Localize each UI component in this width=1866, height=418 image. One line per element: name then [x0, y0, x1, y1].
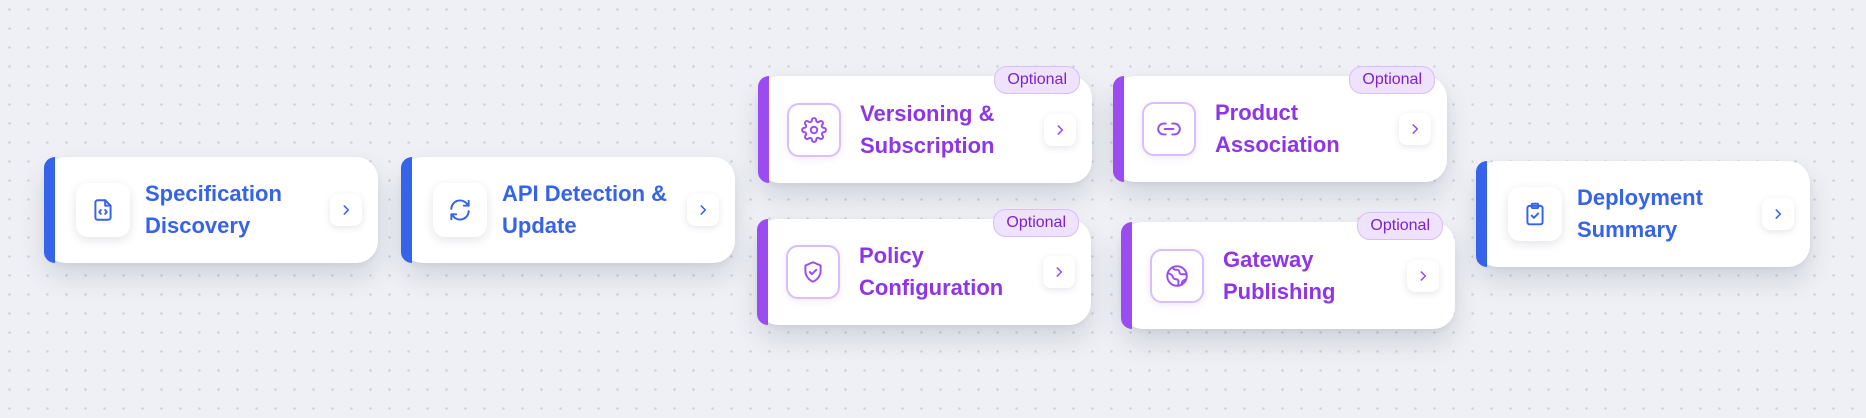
refresh-icon [433, 183, 487, 237]
step-title: API Detection &Update [502, 181, 668, 238]
chevron-right-icon[interactable] [1407, 259, 1439, 292]
optional-badge: Optional [994, 66, 1080, 94]
chevron-right-icon[interactable] [1399, 113, 1431, 145]
chevron-right-icon[interactable] [1044, 113, 1076, 146]
optional-badge: Optional [993, 209, 1079, 237]
gear-icon [787, 102, 841, 157]
optional-badge: Optional [1357, 212, 1443, 240]
chevron-right-icon[interactable] [330, 194, 362, 226]
chevron-right-icon[interactable] [687, 194, 719, 226]
step-card-api-detection-update[interactable]: API Detection &Update [401, 157, 735, 263]
step-title: Versioning &Subscription [860, 101, 995, 158]
shield-check-icon [786, 245, 840, 299]
link-icon [1142, 102, 1196, 156]
globe-icon [1150, 248, 1204, 303]
optional-badge: Optional [1349, 66, 1435, 94]
step-card-versioning-subscription[interactable]: Optional Versioning &Subscription [758, 66, 1092, 183]
chevron-right-icon[interactable] [1762, 198, 1794, 230]
chevron-right-icon[interactable] [1043, 256, 1075, 288]
clipboard-check-icon [1508, 187, 1562, 241]
file-code-icon [76, 183, 130, 237]
